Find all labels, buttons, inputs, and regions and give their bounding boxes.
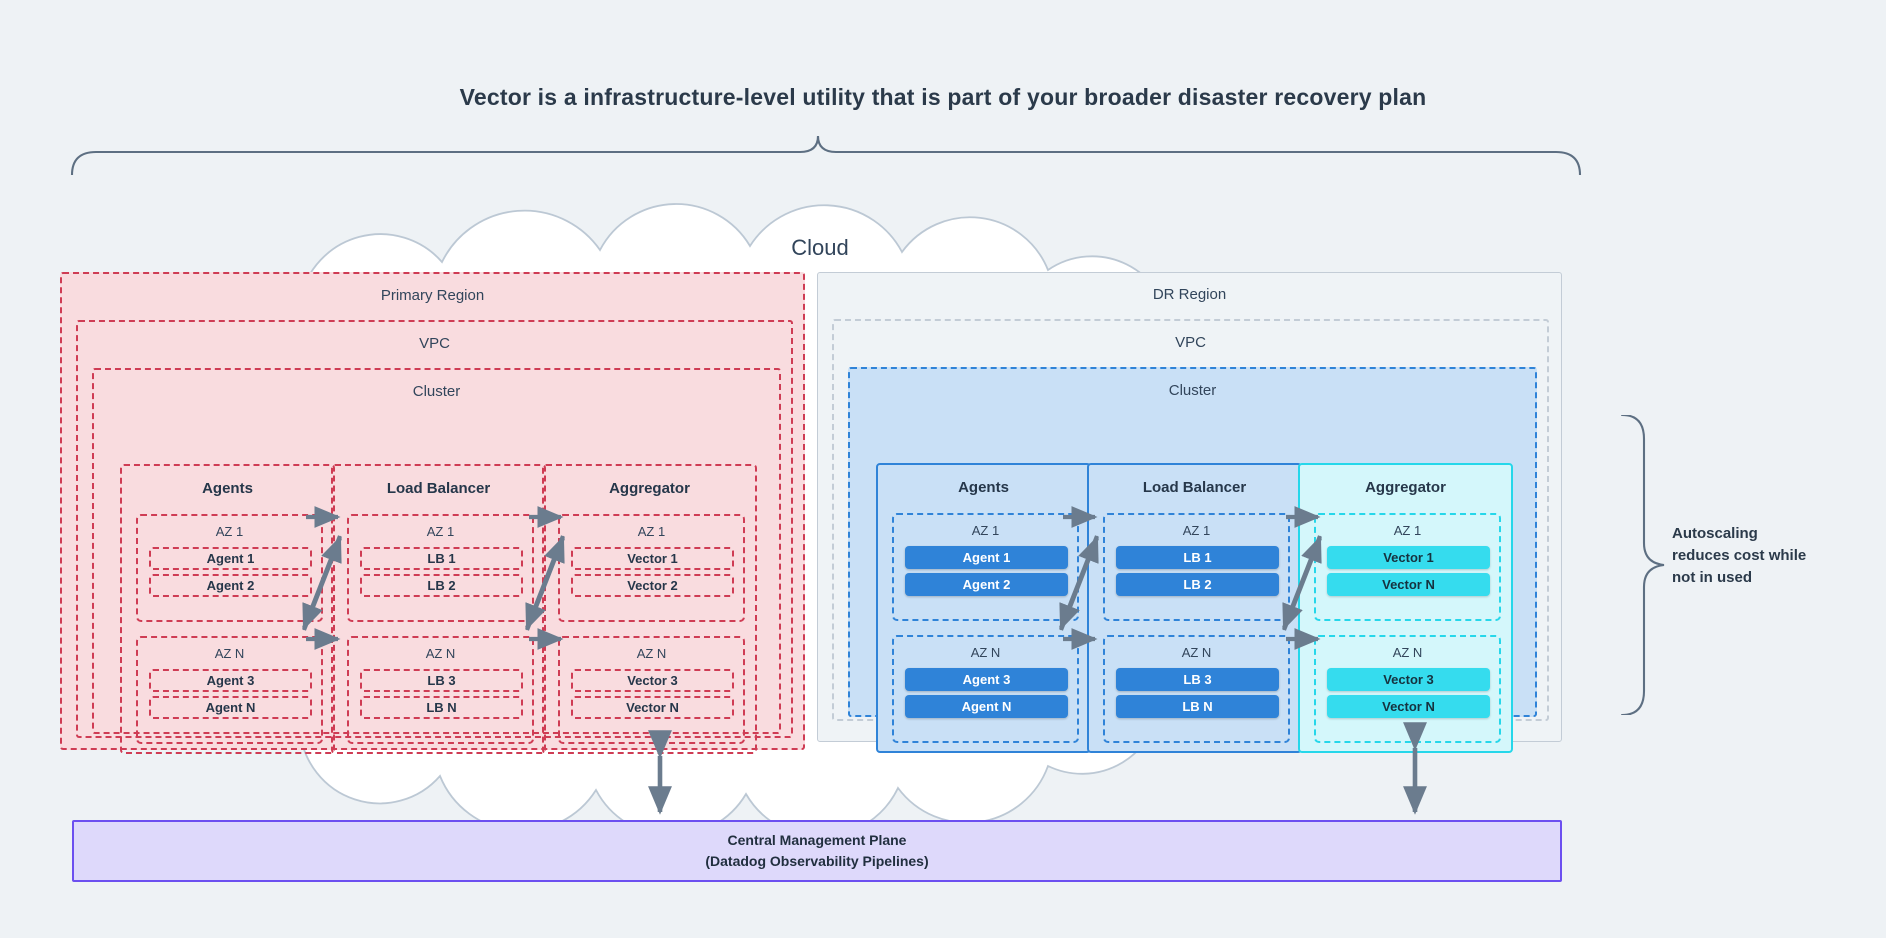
- az-label: AZ 1: [637, 524, 666, 539]
- primary-column-load-balancer: Load Balancer AZ 1 LB 1 LB 2 AZ N LB 3 L…: [331, 464, 546, 754]
- node-chip: Vector 3: [1327, 668, 1490, 691]
- az-label: AZ 1: [1182, 523, 1211, 538]
- dr-region-title: DR Region: [1152, 286, 1227, 303]
- node-chip: Agent 3: [149, 669, 312, 692]
- az-label: AZ 1: [971, 523, 1000, 538]
- az-label: AZ 1: [215, 524, 244, 539]
- autoscaling-note: Autoscaling reduces cost while not in us…: [1672, 523, 1872, 588]
- az-group: AZ 1 LB 1 LB 2: [347, 514, 534, 622]
- cloud-label: Cloud: [791, 235, 849, 260]
- node-chip: LB 2: [1116, 573, 1279, 596]
- node-chip: Vector N: [571, 696, 734, 719]
- node-chip: Agent N: [905, 695, 1068, 718]
- az-label: AZ N: [1392, 645, 1423, 660]
- node-chip: LB 3: [1116, 668, 1279, 691]
- az-label: AZ 1: [426, 524, 455, 539]
- node-chip: Agent 1: [149, 547, 312, 570]
- dr-region: DR Region VPC Cluster Agents AZ 1 Agent …: [817, 272, 1562, 753]
- top-brace: [70, 135, 1582, 175]
- node-chip: LB 3: [360, 669, 523, 692]
- primary-vpc: VPC Cluster Agents AZ 1 Agent 1 Agent 2 …: [76, 320, 793, 754]
- column-title: Agents: [958, 479, 1009, 496]
- dr-column-aggregator: Aggregator AZ 1 Vector 1 Vector N AZ N V…: [1298, 463, 1513, 753]
- node-chip: Agent 2: [149, 574, 312, 597]
- dr-column-load-balancer: Load Balancer AZ 1 LB 1 LB 2 AZ N LB 3 L…: [1087, 463, 1302, 753]
- primary-vpc-label: VPC: [419, 335, 450, 352]
- dr-cluster-label: Cluster: [1168, 382, 1217, 399]
- primary-column-aggregator: Aggregator AZ 1 Vector 1 Vector 2 AZ N V…: [542, 464, 757, 754]
- az-label: AZ N: [214, 646, 245, 661]
- autoscaling-brace: [1620, 415, 1665, 715]
- node-chip: Agent N: [149, 696, 312, 719]
- primary-cluster: Cluster Agents AZ 1 Agent 1 Agent 2 AZ N…: [92, 368, 781, 754]
- dr-column-agents: Agents AZ 1 Agent 1 Agent 2 AZ N Agent 3…: [876, 463, 1091, 753]
- page-title: Vector is a infrastructure-level utility…: [459, 84, 1427, 110]
- node-chip: LB 1: [360, 547, 523, 570]
- node-chip: Vector 3: [571, 669, 734, 692]
- node-chip: Agent 1: [905, 546, 1068, 569]
- note-line-1: Autoscaling: [1672, 525, 1758, 542]
- az-group: AZ N LB 3 LB N: [1103, 635, 1290, 743]
- az-group: AZ N Agent 3 Agent N: [136, 636, 323, 744]
- primary-region-title: Primary Region: [380, 287, 485, 304]
- column-title: Aggregator: [609, 480, 690, 497]
- node-chip: Vector N: [1327, 695, 1490, 718]
- az-label: AZ 1: [1393, 523, 1422, 538]
- mgmt-title: Central Management Plane: [727, 832, 907, 848]
- node-chip: Agent 3: [905, 668, 1068, 691]
- column-title: Load Balancer: [1142, 479, 1247, 496]
- node-chip: Vector 1: [571, 547, 734, 570]
- node-chip: LB 1: [1116, 546, 1279, 569]
- az-label: AZ N: [970, 645, 1001, 660]
- column-title: Load Balancer: [386, 480, 491, 497]
- column-title: Agents: [202, 480, 253, 497]
- dr-vpc-label: VPC: [1175, 334, 1206, 351]
- dr-cluster: Cluster Agents AZ 1 Agent 1 Agent 2 AZ N…: [848, 367, 1537, 753]
- az-label: AZ N: [1181, 645, 1212, 660]
- az-label: AZ N: [636, 646, 667, 661]
- az-group: AZ 1 LB 1 LB 2: [1103, 513, 1290, 621]
- az-group: AZ 1 Agent 1 Agent 2: [136, 514, 323, 622]
- node-chip: Agent 2: [905, 573, 1068, 596]
- node-chip: Vector 1: [1327, 546, 1490, 569]
- az-group: AZ 1 Vector 1 Vector 2: [558, 514, 745, 622]
- primary-column-agents: Agents AZ 1 Agent 1 Agent 2 AZ N Agent 3…: [120, 464, 335, 754]
- mgmt-subtitle: (Datadog Observability Pipelines): [705, 853, 929, 869]
- az-group: AZ 1 Agent 1 Agent 2: [892, 513, 1079, 621]
- node-chip: Vector N: [1327, 573, 1490, 596]
- az-group: AZ N Agent 3 Agent N: [892, 635, 1079, 743]
- az-group: AZ 1 Vector 1 Vector N: [1314, 513, 1501, 621]
- node-chip: LB N: [1116, 695, 1279, 718]
- node-chip: Vector 2: [571, 574, 734, 597]
- primary-region: Primary Region VPC Cluster Agents AZ 1 A…: [60, 272, 805, 754]
- note-line-2: reduces cost while: [1672, 546, 1807, 564]
- dr-vpc: VPC Cluster Agents AZ 1 Agent 1 Agent 2 …: [832, 319, 1549, 753]
- node-chip: LB N: [360, 696, 523, 719]
- az-label: AZ N: [425, 646, 456, 661]
- az-group: AZ N Vector 3 Vector N: [558, 636, 745, 744]
- central-management-plane: Central Management Plane (Datadog Observ…: [72, 820, 1562, 882]
- primary-cluster-label: Cluster: [412, 383, 461, 400]
- az-group: AZ N LB 3 LB N: [347, 636, 534, 744]
- column-title: Aggregator: [1365, 479, 1446, 496]
- note-line-3: not in used: [1672, 568, 1752, 586]
- node-chip: LB 2: [360, 574, 523, 597]
- az-group: AZ N Vector 3 Vector N: [1314, 635, 1501, 743]
